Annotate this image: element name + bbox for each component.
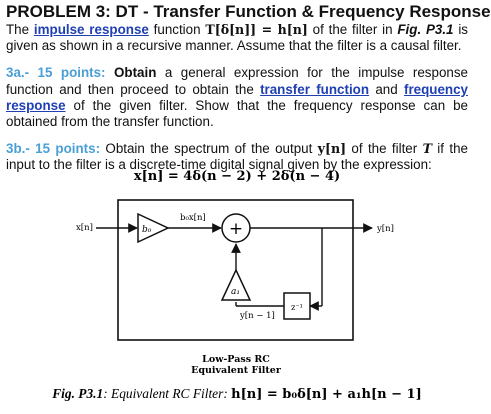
b0x-label: b₀x[n] (180, 213, 206, 223)
part-3b-math-t: T (422, 141, 432, 157)
transfer-function-link[interactable]: transfer function (260, 81, 370, 97)
part-3a-text-3: of the given filter. Show that the frequ… (6, 97, 468, 130)
filter-name-line-1: Low-Pass RC (202, 354, 270, 365)
frequency-response-link[interactable]: frequency response (6, 81, 468, 113)
intro-text-1: The (6, 22, 34, 37)
problem-title: PROBLEM 3: DT - Transfer Function & Freq… (6, 2, 491, 21)
output-label: y[n] (376, 224, 394, 234)
feedback-label: y[n − 1] (239, 311, 275, 321)
impulse-response-link[interactable]: impulse response (33, 22, 149, 37)
part-3a-text-2: and (369, 81, 404, 97)
gain-a1-label: a₁ (231, 287, 240, 297)
intro-paragraph: The impulse response function T[δ[n]] = … (6, 22, 468, 54)
gain-a1-triangle (220, 268, 252, 301)
gain-b0-triangle (137, 212, 170, 244)
caption-text: : Equivalent RC Filter: (103, 386, 232, 401)
figure-caption: Fig. P3.1: Equivalent RC Filter: h[n] = … (0, 386, 474, 402)
adder-symbol: + (229, 219, 243, 239)
caption-math: h[n] = b₀δ[n] + a₁h[n − 1] (231, 387, 422, 402)
part-3b-paragraph: 3b.- 15 points: Obtain the spectrum of t… (6, 141, 468, 173)
input-signal-equation: x[n] = 4δ(n − 2) + 2δ(n − 4) (133, 169, 341, 184)
filter-box (117, 199, 354, 341)
intro-text-2: function (148, 22, 206, 37)
problem-page: PROBLEM 3: DT - Transfer Function & Freq… (6, 2, 491, 173)
filter-block-diagram: x[n] b₀ b₀x[n] + y[n] z⁻¹ y[n − 1] a₁ Lo… (76, 199, 394, 376)
part-3b-label: 3b.- 15 points: (6, 141, 101, 157)
filter-name-line-2: Equivalent Filter (191, 365, 282, 376)
figure-reference: Fig. P3.1 (397, 22, 454, 37)
part-3b-text-2: of the filter (346, 141, 423, 157)
part-3a-paragraph: 3a.- 15 points: Obtain a general express… (6, 65, 468, 130)
caption-label: Fig. P3.1 (52, 386, 104, 401)
part-3b-text-1: Obtain the spectrum of the output (100, 141, 318, 157)
part-3a-label: 3a.- 15 points: (6, 65, 106, 81)
delay-label: z⁻¹ (291, 303, 303, 312)
part-3a-verb: Obtain (114, 65, 157, 81)
part-3b-math-y: y[n] (317, 141, 347, 157)
intro-text-4: is given as shown in a recursive manner.… (6, 22, 468, 54)
input-label: x[n] (76, 223, 93, 233)
intro-math: T[δ[n]] = h[n] (205, 22, 308, 37)
part-3b-text-3: if the input to the filter is a discrete… (6, 141, 468, 173)
intro-text-3: of the filter in (307, 22, 398, 37)
gain-b0-label: b₀ (142, 225, 152, 235)
part-3a-text-1: a general expression for the impulse res… (6, 65, 468, 97)
